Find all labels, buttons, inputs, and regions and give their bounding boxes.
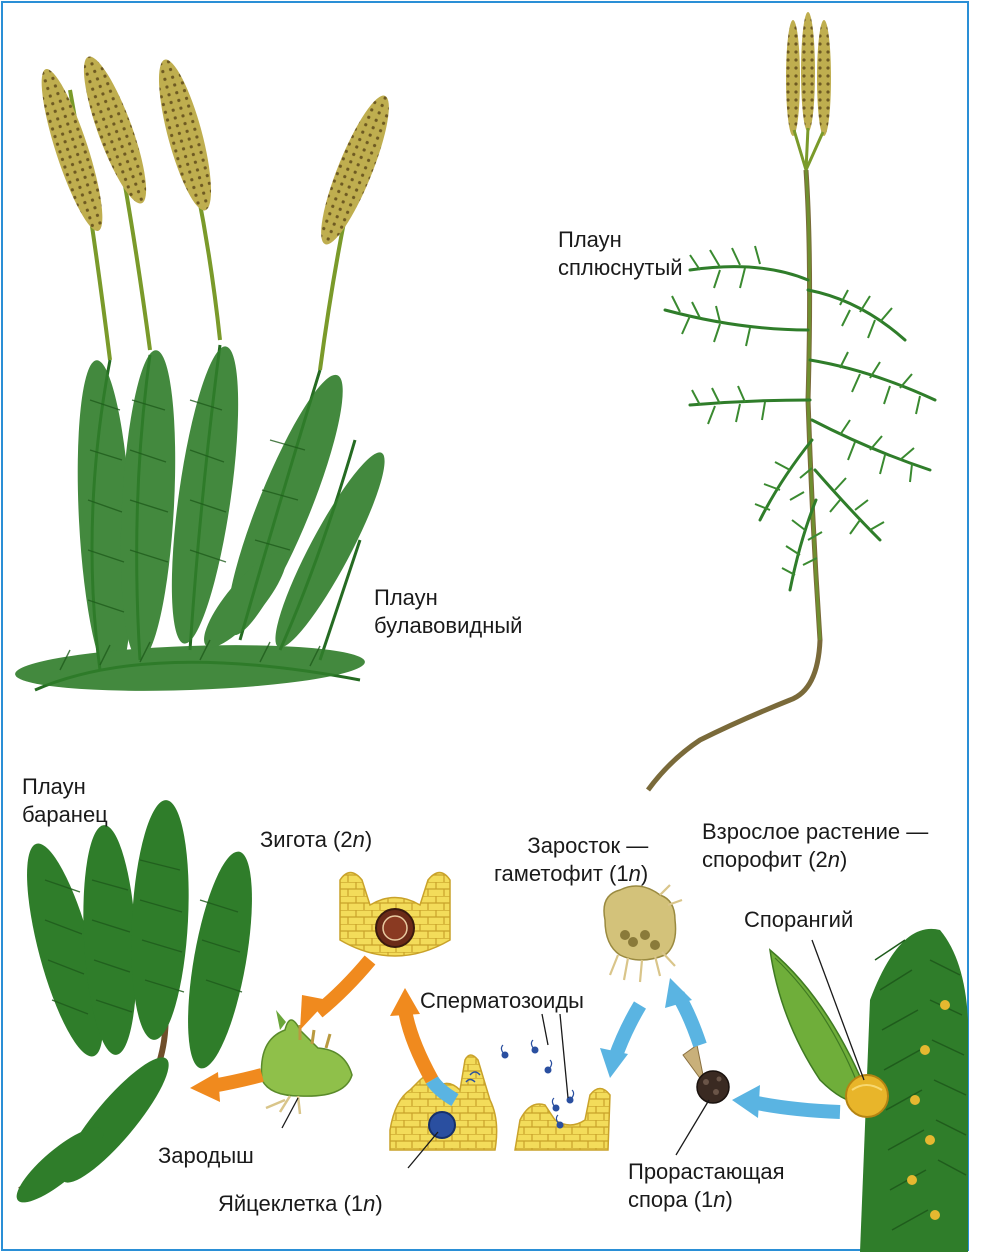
label-complanatum-line2: сплюснутый <box>558 255 683 280</box>
label-sporangium: Спорангий <box>744 907 854 932</box>
label-egg-close: ) <box>375 1191 383 1216</box>
label-adult-line2: спорофит (2 <box>702 847 828 872</box>
label-selago-line1: Плаун <box>22 774 86 799</box>
label-germ-spore-n: n <box>713 1187 726 1212</box>
label-sperm: Сперматозоиды <box>420 988 584 1013</box>
antheridium-figure <box>500 1039 611 1151</box>
label-adult-close: ) <box>840 847 848 872</box>
label-prothallus-n: n <box>628 861 641 886</box>
label-clavatum-line2: булавовидный <box>374 613 523 638</box>
label-embryo: Зародыш <box>158 1143 254 1168</box>
spore-figure <box>682 1044 730 1104</box>
label-zygote-close: ) <box>364 827 373 852</box>
label-egg-text: Яйцеклетка (1 <box>218 1191 364 1216</box>
label-adult-n: n <box>827 847 841 872</box>
selago-plant <box>16 800 252 1203</box>
label-adult: Взрослое растение — спорофит (2n) <box>702 818 928 874</box>
zygote-figure <box>339 871 451 957</box>
label-prothallus-line2: гаметофит (1 <box>494 861 629 886</box>
label-complanatum: Плаун сплюснутый <box>558 226 683 282</box>
label-zygote-text: Зигота (2 <box>260 827 353 852</box>
label-zygote: Зигота (2n) <box>260 826 372 854</box>
leader-lines <box>281 939 865 1169</box>
label-prothallus-close: ) <box>640 861 649 886</box>
label-germ-spore-line2: спора (1 <box>628 1187 714 1212</box>
egg-figure <box>389 1054 498 1151</box>
label-egg-n: n <box>363 1191 376 1216</box>
label-prothallus-line1: Заросток — <box>527 833 649 858</box>
label-germ-spore: Прорастающая спора (1n) <box>628 1158 785 1214</box>
label-adult-line1: Взрослое растение — <box>702 819 929 844</box>
label-egg: Яйцеклетка (1n) <box>218 1190 383 1218</box>
sporophyte-figure <box>768 928 968 1252</box>
label-clavatum: Плаун булавовидный <box>374 584 522 640</box>
label-selago-line2: баранец <box>22 802 108 827</box>
embryo-figure <box>260 1010 353 1115</box>
label-clavatum-line1: Плаун <box>374 585 438 610</box>
label-zygote-n: n <box>352 827 365 852</box>
clavatum-plant <box>15 56 389 692</box>
label-prothallus: Заросток — гаметофит (1n) <box>494 832 648 888</box>
label-germ-spore-line1: Прорастающая <box>628 1159 785 1184</box>
label-complanatum-line1: Плаун <box>558 227 622 252</box>
complanatum-plant <box>645 12 937 792</box>
label-selago: Плаун баранец <box>22 773 108 829</box>
life-cycle <box>190 871 968 1252</box>
label-germ-spore-close: ) <box>725 1187 733 1212</box>
prothallus-figure <box>603 884 683 983</box>
